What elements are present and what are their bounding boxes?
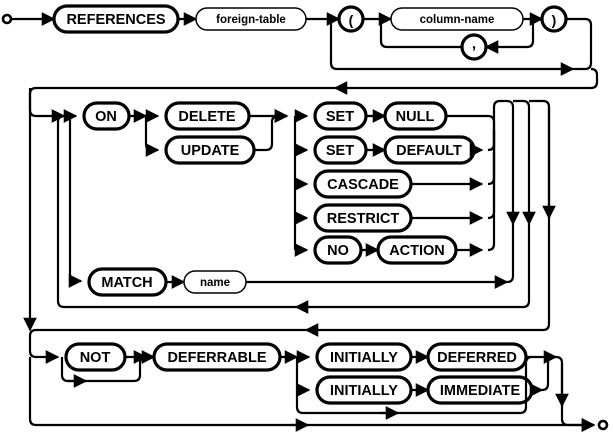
node-cascade-label: CASCADE	[327, 177, 399, 193]
node-set-null-set-label: SET	[326, 109, 354, 125]
start-endpoint	[1, 13, 13, 25]
node-references-label: REFERENCES	[66, 12, 165, 28]
node-rparen-label: )	[552, 12, 557, 28]
node-column-name-label: column-name	[420, 14, 495, 26]
wire-to-restrict	[293, 211, 309, 225]
wire-columns-bypass	[329, 19, 575, 76]
wire-to-cascade	[293, 177, 309, 191]
node-comma-label: ,	[472, 36, 476, 53]
node-foreign-table-label: foreign-table	[216, 14, 286, 26]
wire-to-no-action	[293, 243, 309, 257]
node-deferred-label: DEFERRED	[437, 350, 517, 366]
node-no-label: NO	[327, 243, 349, 259]
node-action-label: ACTION	[389, 243, 445, 259]
node-default-label: DEFAULT	[396, 143, 462, 159]
node-lparen-label: (	[349, 12, 354, 28]
node-initially-1-label: INITIALLY	[330, 350, 398, 366]
node-name-label: name	[200, 277, 230, 289]
wire-initially-spine	[295, 357, 520, 415]
wire-update-branch	[144, 116, 160, 157]
node-null-label: NULL	[396, 109, 435, 125]
node-update-label: UPDATE	[181, 143, 240, 159]
wire-name-merge2	[506, 224, 515, 284]
node-immediate-label: IMMEDIATE	[440, 383, 521, 399]
wire-columns-bypass-join	[566, 17, 593, 71]
node-match-label: MATCH	[101, 275, 152, 291]
wire-not-bypass	[60, 350, 148, 383]
wire-actions-out-top	[492, 99, 520, 226]
node-initially-2-label: INITIALLY	[330, 383, 398, 399]
node-delete-label: DELETE	[178, 109, 236, 125]
node-set-default-set-label: SET	[326, 143, 354, 159]
wire-update-merge	[254, 109, 289, 152]
wire-on-block-loop-left	[68, 116, 83, 288]
wire-comma-loop-left	[379, 24, 462, 49]
wire-actions-to-529	[513, 99, 536, 226]
node-not-label: NOT	[80, 350, 111, 366]
wire-comma-loop-right	[484, 24, 535, 54]
wire-null-merge	[446, 114, 496, 130]
wire-onmatch-repeat	[51, 109, 531, 309]
wire-immediate-merge2	[541, 355, 555, 392]
wire-action-merge2	[487, 130, 496, 252]
node-restrict-label: RESTRICT	[327, 211, 400, 227]
wire-to-set-default	[293, 143, 309, 157]
node-deferrable-label: DEFERRABLE	[167, 350, 266, 366]
wire-row1-to-row2-drop	[333, 67, 599, 95]
wire-initially-bypass-merge	[519, 355, 533, 415]
end-endpoint	[597, 419, 609, 431]
wire-deferrable-group-bypass	[28, 357, 596, 432]
node-on-label: ON	[95, 109, 117, 125]
wire-to-initially-2	[295, 383, 311, 397]
